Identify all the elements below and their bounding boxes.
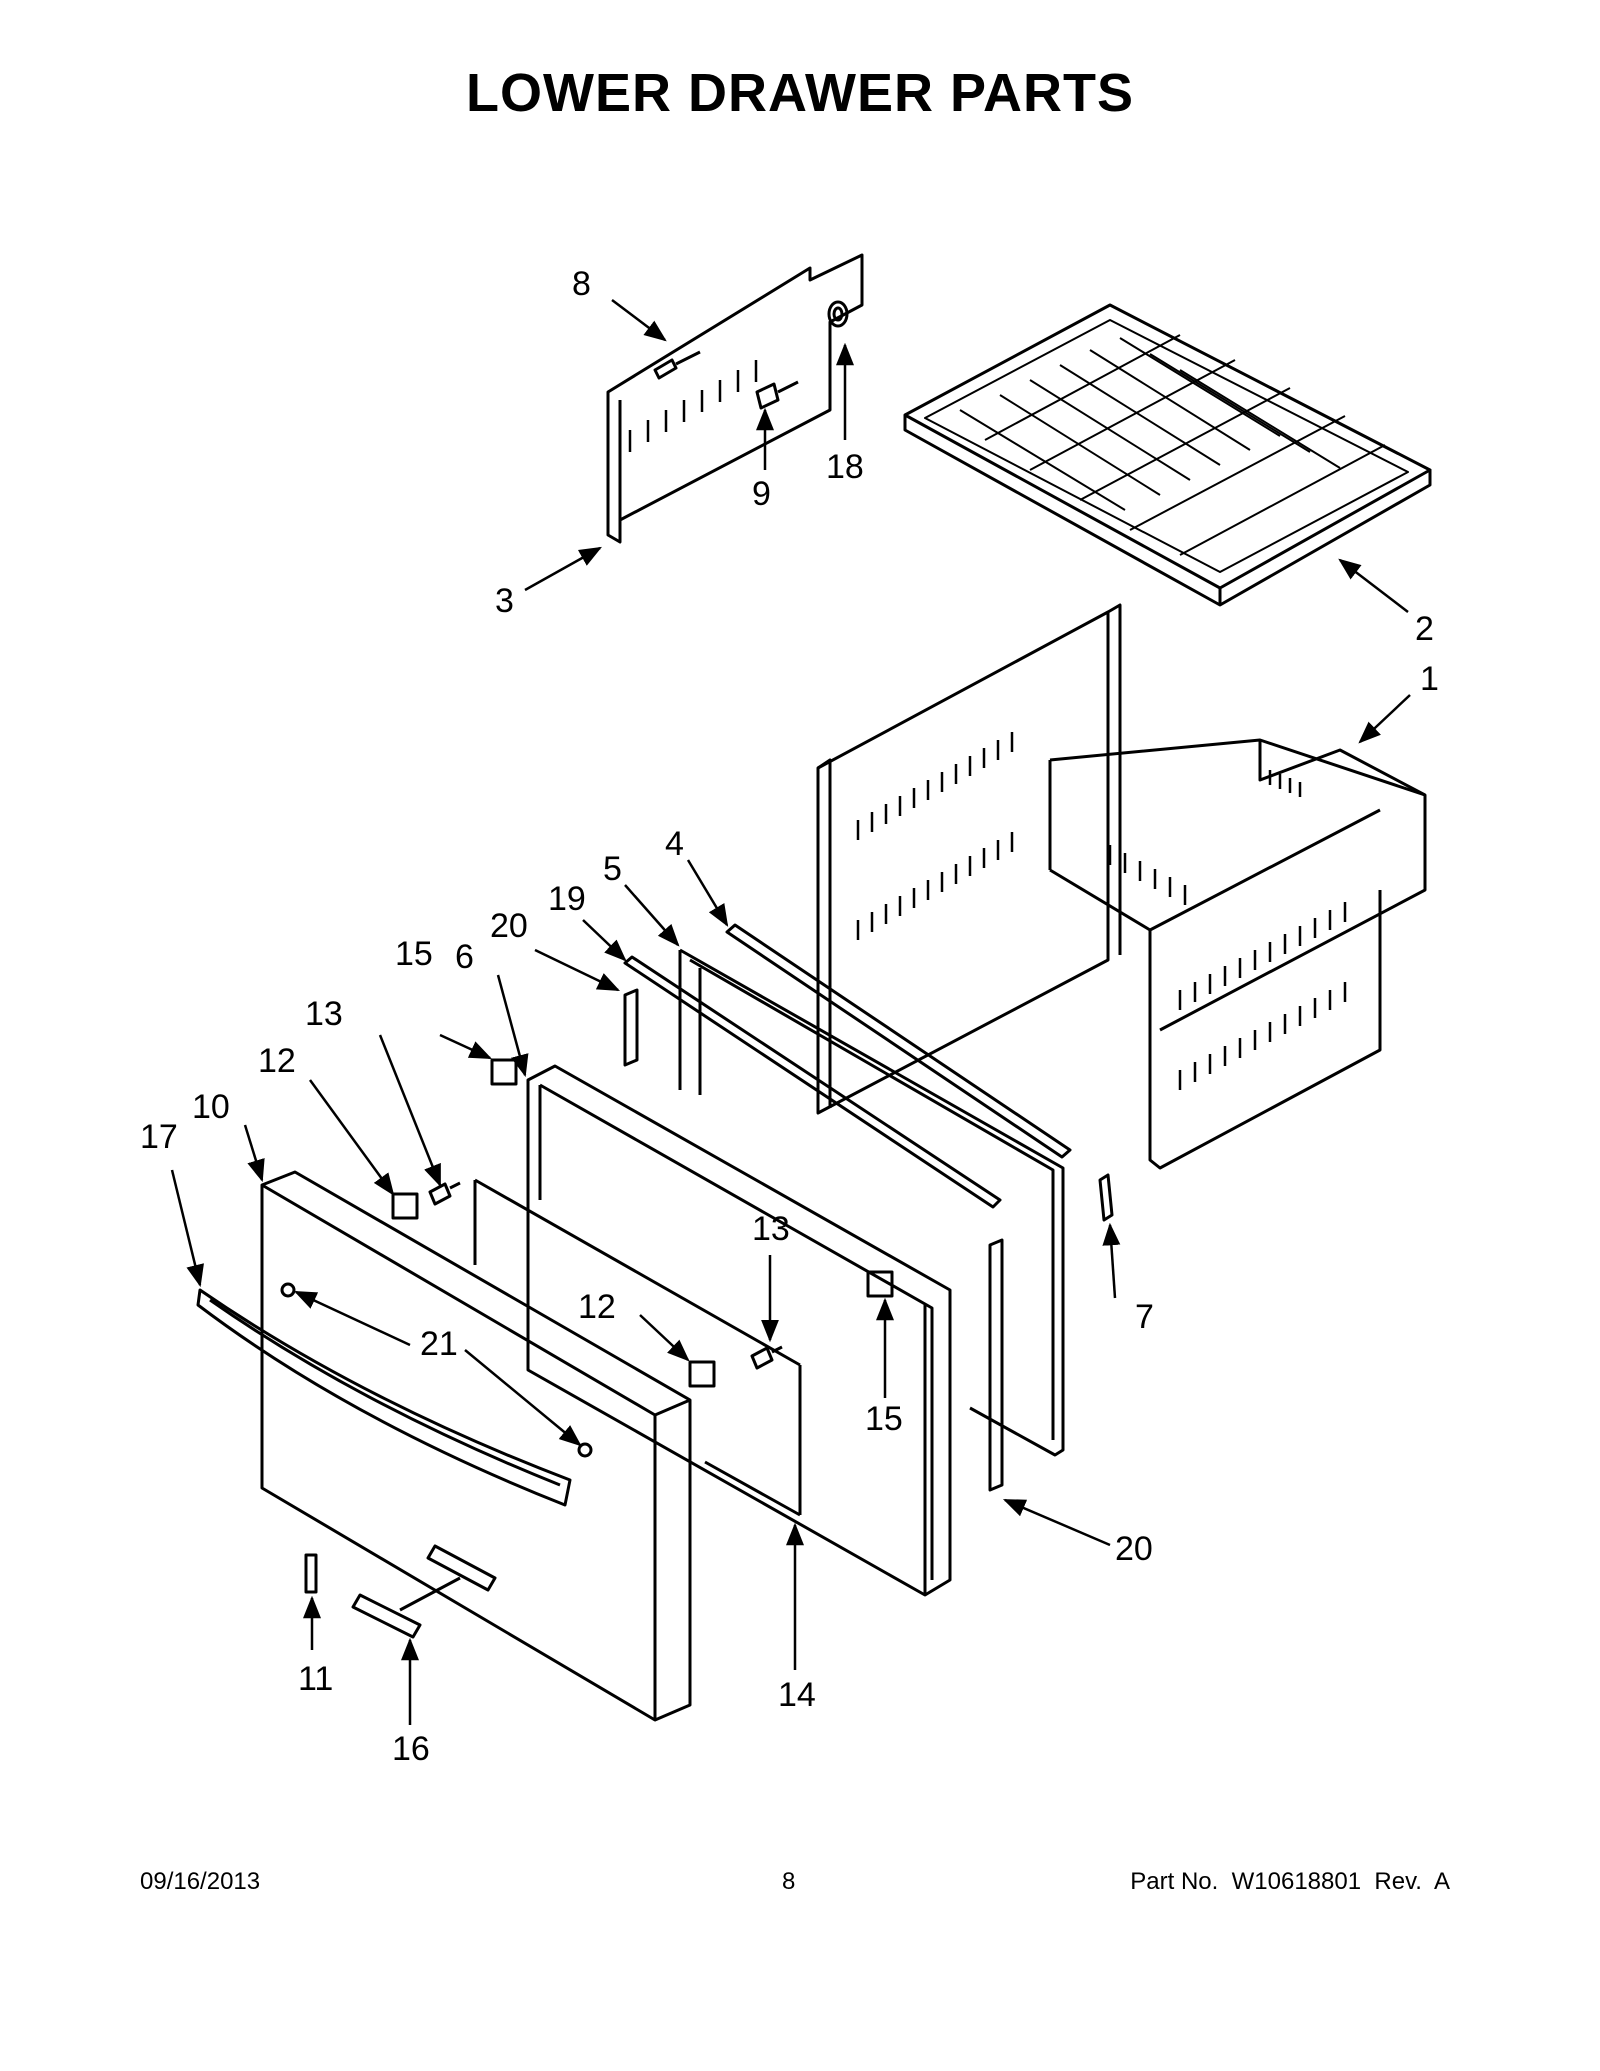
callout-13b: 13	[752, 1210, 790, 1248]
callout-1: 1	[1420, 660, 1439, 698]
part-2-drawer-cover	[903, 303, 1432, 607]
part-11-screw	[304, 1553, 318, 1594]
part-15-pad-right	[866, 1270, 894, 1298]
page-title: LOWER DRAWER PARTS	[466, 63, 1134, 123]
part-15-pad-left	[490, 1058, 518, 1086]
footer-part-number: Part No. W10618801 Rev. A	[1130, 1868, 1450, 1895]
callout-12a: 12	[258, 1042, 296, 1080]
part-6-inner-panel	[526, 1064, 952, 1597]
callout-21: 21	[420, 1325, 458, 1363]
part-1-drawer-bin	[816, 603, 1427, 1170]
callout-7: 7	[1135, 1298, 1154, 1336]
callout-4: 4	[665, 825, 684, 863]
part-5-frame	[678, 948, 1065, 1457]
part-4-strip	[725, 923, 1072, 1159]
part-16-badge	[351, 1544, 497, 1639]
callout-12b: 12	[578, 1288, 616, 1326]
callout-8: 8	[572, 265, 591, 303]
callout-19: 19	[548, 880, 586, 918]
part-18-nut	[827, 300, 849, 328]
footer-date: 09/16/2013	[140, 1868, 261, 1895]
callout-6: 6	[455, 938, 474, 976]
part-7-screw	[1098, 1173, 1114, 1222]
part-19-strip	[623, 955, 1002, 1209]
part-14-insulation	[473, 1178, 802, 1517]
callout-20b: 20	[1115, 1530, 1153, 1568]
part-9-screw	[755, 380, 799, 410]
part-3-rear-bracket	[606, 253, 864, 544]
part-21-stud-right	[577, 1442, 593, 1458]
part-8-screw	[653, 350, 701, 380]
callout-10: 10	[192, 1088, 230, 1126]
part-20-strip-right	[988, 1238, 1004, 1492]
part-21-stud-left	[280, 1282, 296, 1298]
part-13-screw-right	[750, 1345, 783, 1370]
part-12-spacer-right	[688, 1360, 716, 1388]
footer-page-number: 8	[782, 1868, 796, 1895]
callout-15a: 15	[395, 935, 433, 973]
callout-20a: 20	[490, 907, 528, 945]
callout-17: 17	[140, 1118, 178, 1156]
callout-2: 2	[1415, 610, 1434, 648]
part-17-handle	[196, 1288, 572, 1507]
part-13-screw-left	[428, 1181, 461, 1206]
callout-5: 5	[603, 850, 622, 888]
callout-18: 18	[826, 448, 864, 486]
part-12-spacer-left	[391, 1192, 419, 1220]
part-10-outer-door	[260, 1170, 692, 1722]
callout-14: 14	[778, 1676, 816, 1714]
callout-15b: 15	[865, 1400, 903, 1438]
callout-16: 16	[392, 1730, 430, 1768]
callout-3: 3	[495, 582, 514, 620]
part-20-strip-left	[623, 988, 639, 1067]
leader-arrows	[170, 299, 1411, 1725]
callout-labels: 1 2 3 4 5 6 7 8 9 10 11 12 12 13 13 14 1…	[140, 265, 1439, 1768]
callout-9: 9	[752, 475, 771, 513]
callout-13a: 13	[305, 995, 343, 1033]
callout-11: 11	[298, 1660, 333, 1698]
